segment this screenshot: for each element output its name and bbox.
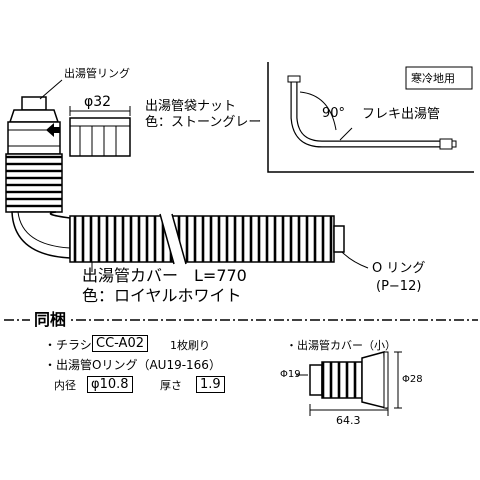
- small-cover-dim-length: 64.3: [336, 414, 361, 427]
- thickness-label: 厚さ: [160, 379, 182, 392]
- angle-label: 90°: [322, 106, 346, 121]
- oring-code-label: (P−12): [376, 279, 422, 294]
- oring-item-label: ・出湯管Oリング（AU19-166）: [44, 358, 221, 372]
- nut-diameter-label: φ32: [84, 94, 112, 110]
- nut-color-label: 色：ストーングレー: [145, 115, 262, 130]
- cold-region-inset: [267, 62, 474, 173]
- small-cover-drawing: [296, 351, 402, 416]
- arrow-icon: [46, 123, 60, 137]
- outlet-nut: [46, 106, 131, 157]
- inner-diameter-box: φ10.8: [87, 376, 133, 393]
- flyer-suffix: 1枚刷り: [170, 339, 210, 352]
- bend-segment: [11, 211, 71, 259]
- flex-pipe-label: フレキ出湯管: [362, 107, 441, 122]
- oring-label: O リング: [372, 261, 426, 276]
- flyer-code-box: CC-A02: [92, 335, 148, 352]
- outlet-pipe-cover: [69, 213, 345, 265]
- included-title: 同梱: [30, 312, 71, 328]
- cover-name-label: 出湯管カバー L=770: [82, 266, 247, 285]
- small-cover-dim-right: Φ28: [402, 374, 423, 385]
- cover-color-label: 色：ロイヤルホワイト: [82, 286, 242, 305]
- thickness-box: 1.9: [196, 376, 225, 393]
- nut-name-label: 出湯管袋ナット: [145, 99, 237, 114]
- ring-leader: [39, 79, 63, 100]
- outlet-ring-fitting: [7, 96, 61, 155]
- cold-region-badge: 寒冷地用: [411, 72, 455, 85]
- flyer-prefix: ・チラシ: [44, 338, 92, 352]
- ring-label: 出湯管リング: [64, 67, 130, 80]
- inner-diameter-label: 内径: [54, 379, 76, 392]
- small-cover-dim-left: Φ19: [280, 369, 301, 380]
- small-cover-label: ・出湯管カバー（小）: [286, 339, 396, 352]
- vertical-cover-segment: [5, 153, 63, 213]
- oring-leader: [341, 251, 369, 269]
